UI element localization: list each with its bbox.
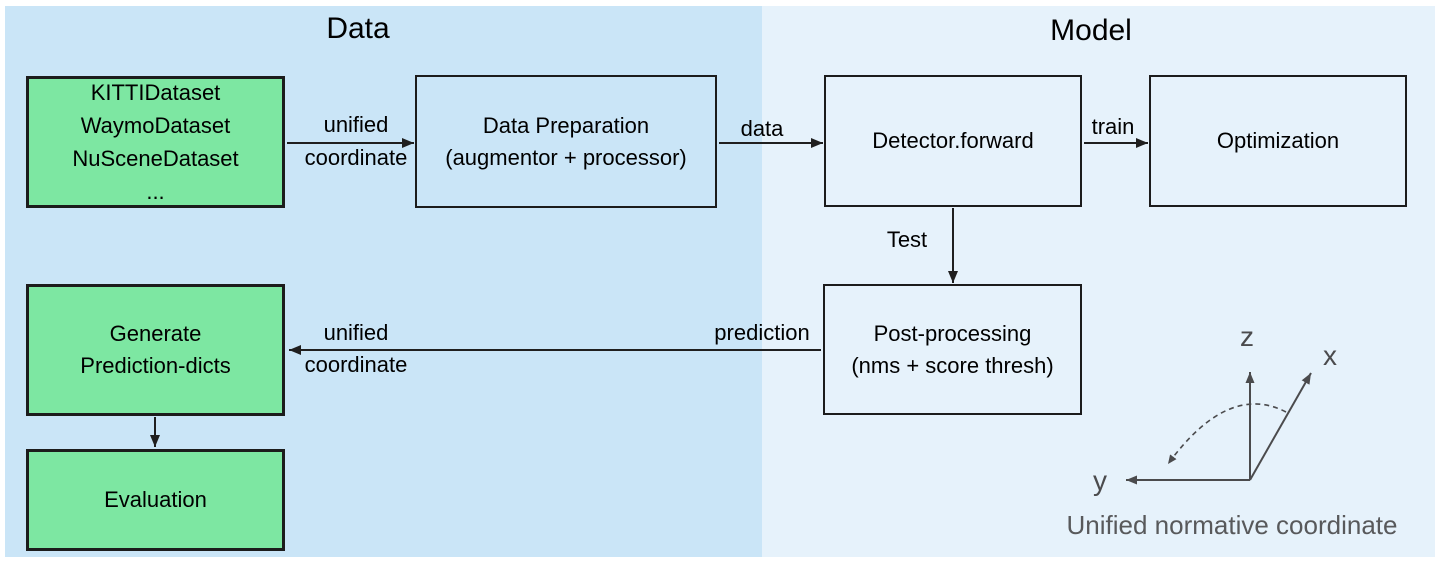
model-section-title: Model bbox=[1050, 14, 1132, 47]
data-preparation-box-line: (augmentor + processor) bbox=[445, 144, 687, 170]
y-axis-label: y bbox=[1093, 465, 1107, 496]
x-axis-label: x bbox=[1323, 340, 1337, 371]
optimization-box: Optimization bbox=[1149, 75, 1407, 207]
datasets-box-line: NuSceneDataset bbox=[72, 146, 239, 171]
data-preparation-box-line: Data Preparation bbox=[482, 112, 650, 138]
z-axis-label: z bbox=[1240, 321, 1254, 352]
generate-prediction-dicts-box: Generate Prediction-dicts bbox=[26, 284, 285, 416]
detector-forward-box: Detector.forward bbox=[824, 75, 1082, 207]
datasets-box: KITTIDataset WaymoDataset NuSceneDataset… bbox=[26, 76, 285, 208]
arrow-label-unified-bottom: unified bbox=[323, 320, 389, 345]
datasets-box-line: WaymoDataset bbox=[80, 113, 231, 138]
optimization-box-line: Optimization bbox=[1216, 128, 1340, 153]
data-section-title: Data bbox=[326, 12, 390, 45]
arrow-label-train: train bbox=[1091, 114, 1135, 139]
arrow-label-coordinate-bottom: coordinate bbox=[304, 352, 408, 377]
post-processing-box-line: (nms + score thresh) bbox=[851, 352, 1054, 378]
evaluation-box-line: Evaluation bbox=[104, 487, 207, 512]
rotation-arc bbox=[1167, 403, 1287, 465]
arrow-label-prediction: prediction bbox=[714, 320, 810, 345]
arrow-label-data: data bbox=[740, 116, 784, 141]
evaluation-box: Evaluation bbox=[26, 449, 285, 551]
generate-prediction-dicts-box-line: Generate bbox=[109, 321, 202, 346]
post-processing-box: Post-processing (nms + score thresh) bbox=[823, 284, 1082, 415]
arrow-label-unified-top: unified bbox=[323, 112, 389, 137]
arrow-label-coordinate-top: coordinate bbox=[304, 145, 408, 170]
data-preparation-box: Data Preparation (augmentor + processor) bbox=[415, 75, 717, 208]
coordinate-caption: Unified normative coordinate bbox=[1066, 510, 1398, 540]
generate-prediction-dicts-box-line: Prediction-dicts bbox=[80, 353, 231, 378]
post-processing-box-line: Post-processing bbox=[873, 320, 1032, 346]
arrow-label-test: Test bbox=[886, 227, 928, 252]
detector-forward-box-line: Detector.forward bbox=[872, 128, 1034, 153]
x-axis-line bbox=[1249, 372, 1312, 481]
datasets-box-line: ... bbox=[146, 179, 165, 204]
datasets-box-line: KITTIDataset bbox=[90, 80, 221, 105]
